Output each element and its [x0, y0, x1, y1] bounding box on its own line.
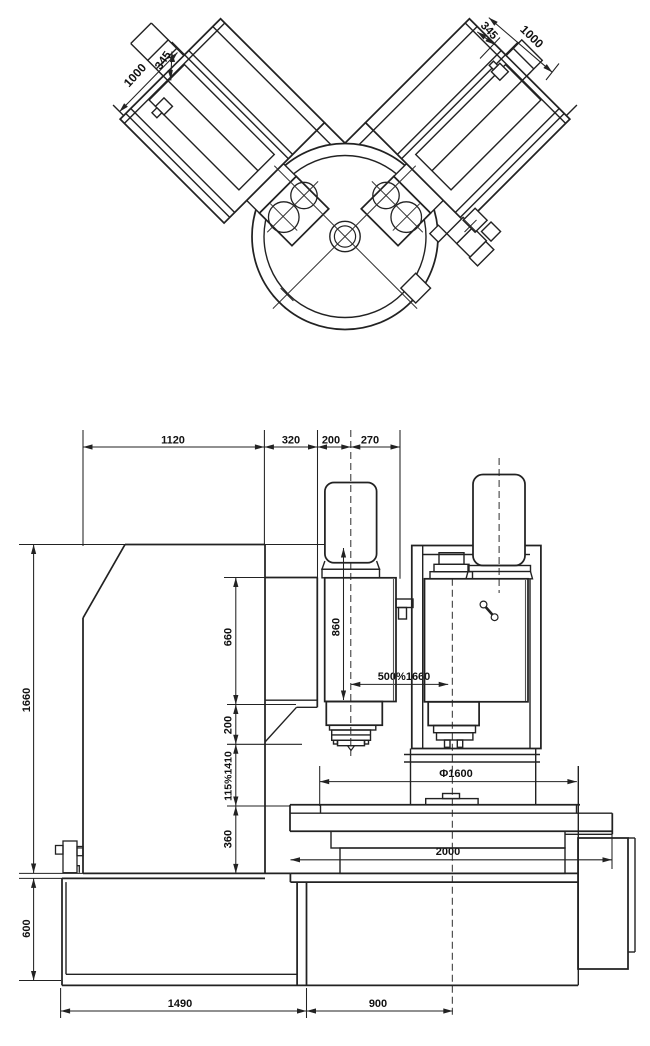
- svg-text:860: 860: [331, 618, 343, 636]
- svg-text:2000: 2000: [436, 846, 460, 858]
- svg-text:270: 270: [361, 435, 379, 447]
- svg-text:115%1410: 115%1410: [223, 751, 235, 801]
- svg-text:900: 900: [369, 998, 387, 1010]
- svg-text:1660: 1660: [21, 688, 33, 712]
- svg-text:1490: 1490: [168, 998, 192, 1010]
- svg-text:200: 200: [223, 716, 235, 734]
- svg-text:660: 660: [223, 628, 235, 646]
- svg-text:320: 320: [282, 435, 300, 447]
- svg-text:Φ1600: Φ1600: [439, 768, 473, 780]
- svg-text:500%1660: 500%1660: [378, 671, 431, 683]
- svg-text:600: 600: [21, 919, 33, 937]
- svg-text:1120: 1120: [161, 435, 185, 447]
- svg-text:360: 360: [223, 830, 235, 848]
- svg-text:200: 200: [322, 435, 340, 447]
